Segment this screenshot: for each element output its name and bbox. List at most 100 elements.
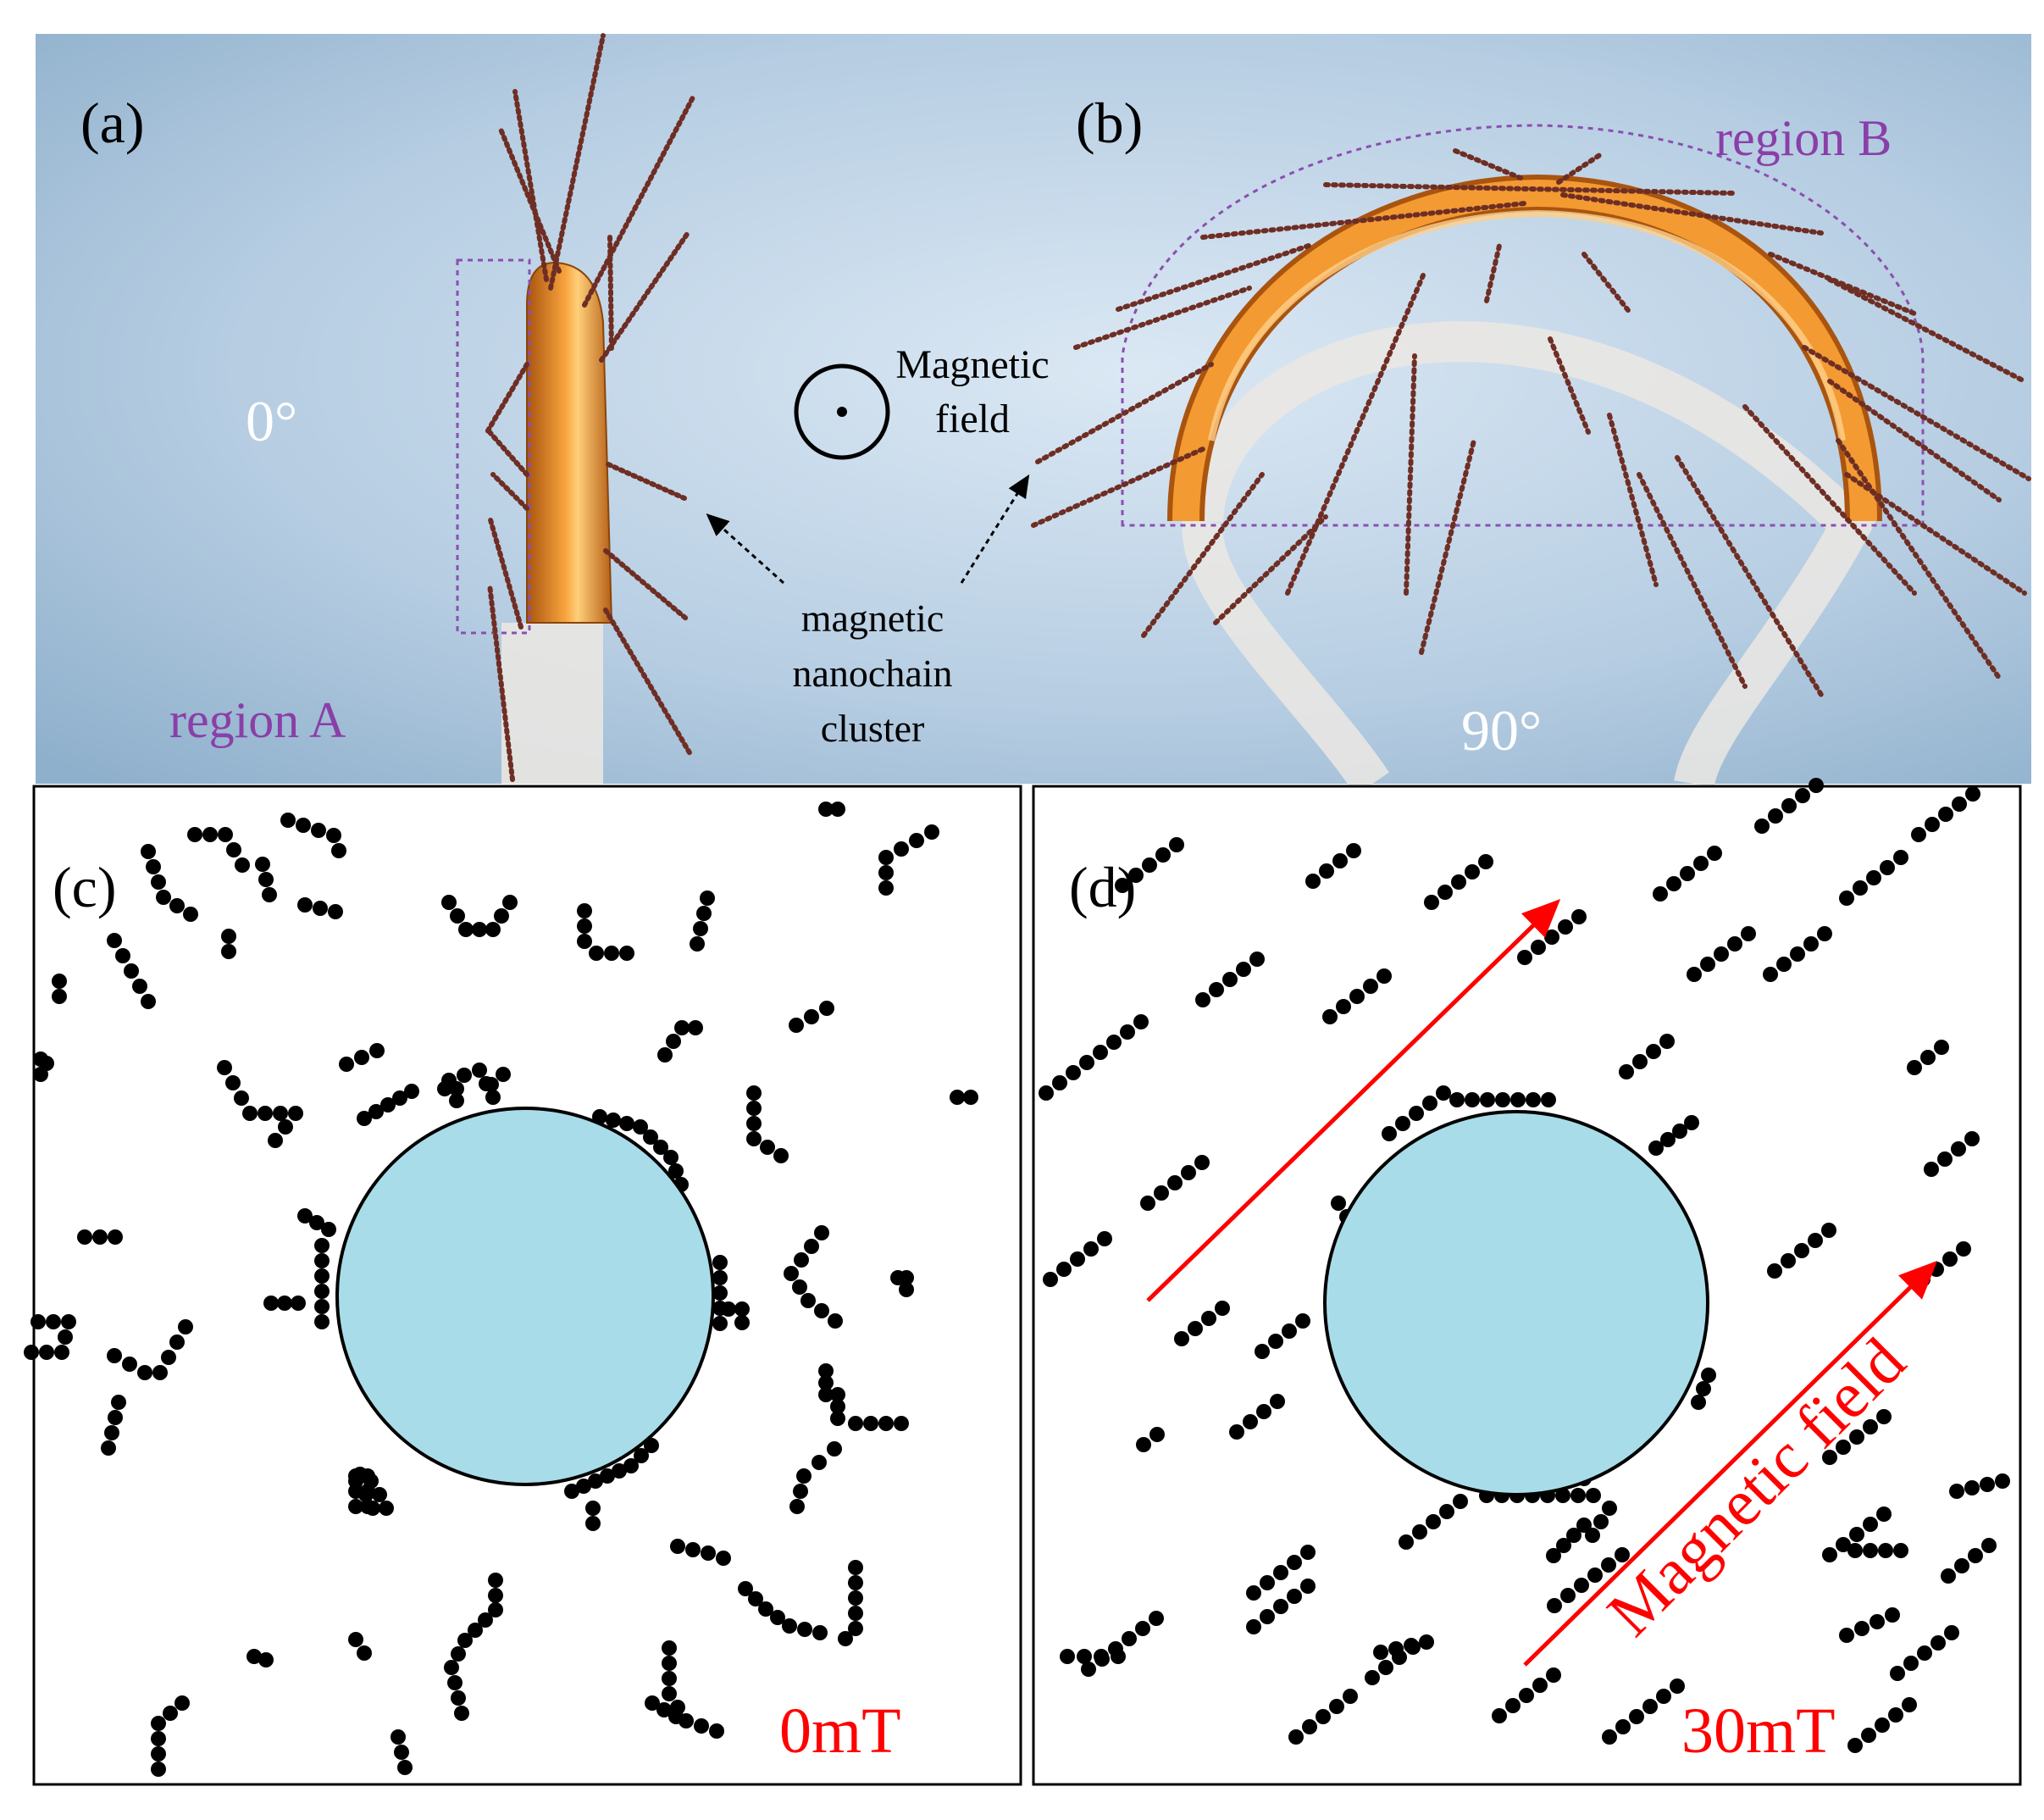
particle-d	[1287, 1555, 1302, 1570]
particle-c	[169, 898, 185, 913]
angle-a-label: 0°	[246, 389, 297, 453]
particle-d	[1576, 1518, 1592, 1533]
particle-d	[1980, 1477, 1995, 1492]
particle-d	[1920, 1050, 1936, 1065]
particle-d	[1236, 962, 1251, 977]
particle-d	[1672, 1124, 1687, 1139]
particle-d	[1181, 1165, 1196, 1180]
particle-d	[1329, 1699, 1344, 1714]
particle-c	[348, 1632, 363, 1647]
particle-d	[1566, 1528, 1581, 1543]
particle-d	[1288, 1729, 1304, 1745]
particle-c	[397, 1760, 413, 1775]
particle-d	[1246, 1585, 1261, 1601]
fiber-tip-a	[526, 261, 613, 624]
particle-c	[178, 1319, 193, 1334]
particle-c	[58, 1329, 73, 1345]
particle-d	[1902, 1697, 1917, 1712]
particle-c	[848, 1575, 863, 1590]
particle-d	[1781, 798, 1797, 813]
particle-d	[1260, 1609, 1275, 1624]
particle-c	[606, 1113, 621, 1128]
particle-c	[577, 934, 592, 949]
particle-c	[585, 1516, 601, 1531]
particle-c	[151, 1731, 166, 1746]
particle-d	[1693, 856, 1709, 871]
particle-d	[1531, 940, 1546, 955]
particle-c	[488, 1588, 503, 1603]
particle-d	[1822, 1450, 1837, 1465]
particle-d	[1817, 926, 1832, 941]
particle-c	[218, 827, 233, 842]
particle-d	[1949, 1484, 1964, 1499]
particle-c	[878, 850, 894, 865]
particle-c	[33, 1051, 48, 1067]
particle-d	[1395, 1116, 1410, 1131]
particle-d	[1331, 1196, 1346, 1211]
particle-c	[656, 1702, 672, 1717]
cluster-label-line1: magnetic	[801, 596, 944, 640]
particle-d	[1295, 1313, 1310, 1329]
particle-d	[1043, 1272, 1058, 1287]
particle-d	[1570, 1488, 1586, 1503]
particle-c	[485, 922, 501, 937]
particle-c	[354, 1050, 369, 1065]
particle-c	[258, 1106, 273, 1121]
particle-c	[458, 922, 474, 937]
particle-c	[721, 1301, 736, 1317]
particle-c	[369, 1043, 385, 1058]
particle-d	[1794, 1243, 1809, 1258]
particle-d	[1930, 1635, 1946, 1651]
particle-d	[1399, 1534, 1414, 1550]
particle-d	[1847, 1543, 1863, 1558]
particle-c	[694, 1718, 709, 1734]
particle-c	[804, 1009, 819, 1024]
region-b-label: region B	[1715, 110, 1892, 166]
particle-c	[830, 1399, 845, 1414]
particle-d	[1094, 1649, 1109, 1664]
particle-d	[1670, 1679, 1685, 1694]
particle-d	[1776, 957, 1792, 972]
particle-d	[1419, 1634, 1434, 1650]
particle-c	[226, 842, 241, 857]
particle-c	[814, 1303, 829, 1318]
particle-c	[760, 1140, 775, 1155]
particle-c	[358, 1487, 374, 1502]
particle-c	[379, 1501, 394, 1516]
particle-d	[1585, 1528, 1600, 1543]
particle-c	[437, 1081, 452, 1096]
particle-d	[1412, 1524, 1427, 1540]
magnetic-field-symbol	[794, 363, 890, 460]
particle-d	[1526, 1092, 1541, 1107]
particle-c	[666, 1034, 681, 1049]
particle-d	[1937, 1151, 1953, 1167]
particle-d	[1201, 1311, 1216, 1326]
particle-c	[488, 1602, 503, 1617]
particle-d	[1952, 796, 1967, 812]
particle-d	[1666, 876, 1681, 891]
particle-c	[169, 1334, 185, 1350]
particle-c	[748, 1591, 763, 1606]
field-label-line1: Magnetic	[895, 342, 1049, 387]
panel-c-label: (c)	[53, 855, 116, 919]
particle-d	[1546, 1667, 1561, 1683]
particle-d	[1188, 1321, 1203, 1336]
particle-d	[1934, 1040, 1949, 1055]
particle-c	[221, 929, 236, 944]
particle-d	[1436, 1085, 1451, 1101]
particle-d	[1128, 868, 1144, 883]
particle-c	[30, 1314, 46, 1329]
particle-c	[623, 1458, 639, 1473]
particle-c	[372, 1487, 387, 1502]
particle-c	[246, 1649, 262, 1664]
particle-d	[1404, 1638, 1419, 1653]
particle-c	[311, 823, 326, 838]
particle-c	[146, 859, 161, 874]
particle-c	[314, 1268, 330, 1284]
particle-c	[391, 1729, 406, 1745]
particle-d	[1039, 1085, 1054, 1101]
particle-d	[1849, 1429, 1864, 1445]
particle-d	[1659, 1034, 1675, 1049]
particle-d	[1951, 1141, 1966, 1157]
particle-c	[812, 1625, 828, 1640]
